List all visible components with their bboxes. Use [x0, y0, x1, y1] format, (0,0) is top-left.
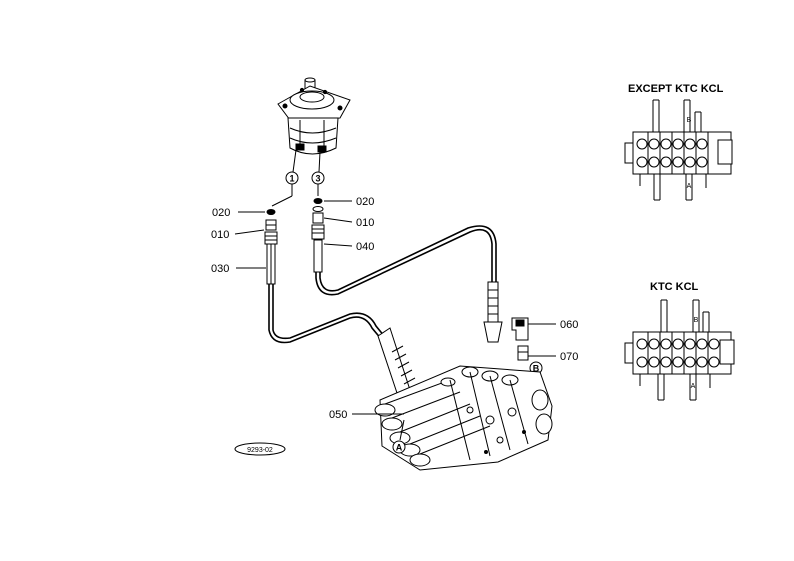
inset-bottom-port-b: B [694, 317, 699, 324]
part-label-020-left: 020 [212, 207, 230, 219]
inset-header-except: EXCEPT KTC KCL [628, 83, 724, 95]
part-label-040: 040 [356, 241, 374, 253]
inset-header-ktc: KTC KCL [650, 281, 699, 293]
port-callout-1-label: 1 [289, 174, 294, 184]
part-label-010-right: 010 [356, 217, 374, 229]
port-callout-a-label: A [396, 443, 403, 453]
part-label-030: 030 [211, 263, 229, 275]
pilot-valve-icon [277, 77, 351, 173]
pilot-hoses [268, 225, 497, 344]
right-fitting-stack [311, 198, 325, 273]
part-label-020-right: 020 [356, 196, 374, 208]
part-label-070: 070 [560, 351, 578, 363]
reference-code: 9293-02 [247, 447, 273, 454]
inset-top-port-b: B [687, 117, 692, 124]
hose-end-b [483, 281, 503, 343]
reference-code-badge: 9293-02 [234, 442, 286, 456]
part-label-010-left: 010 [211, 229, 229, 241]
left-fitting-stack [264, 209, 278, 285]
part-label-060: 060 [560, 319, 578, 331]
control-valve-icon [374, 365, 553, 471]
port-callout-a: A [392, 440, 406, 454]
valve-bank-schematic-icon-ktc [624, 299, 735, 401]
part-label-050: 050 [329, 409, 347, 421]
inset-bottom-port-a: A [691, 383, 696, 390]
inset-top-port-a: A [687, 183, 692, 190]
port-callout-1: 1 [285, 171, 299, 185]
elbow-fitting-060 [511, 317, 529, 341]
port-callout-3: 3 [311, 171, 325, 185]
connector-070 [517, 345, 529, 361]
port-callout-b-label: B [533, 364, 540, 374]
port-callout-3-label: 3 [315, 174, 320, 184]
valve-bank-schematic-icon [624, 99, 733, 201]
